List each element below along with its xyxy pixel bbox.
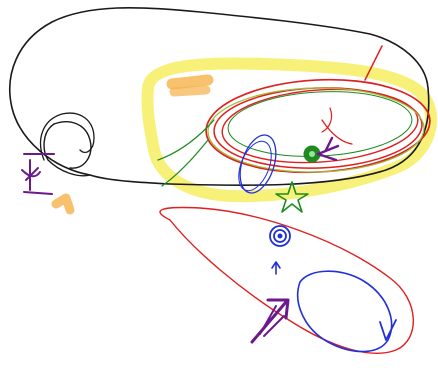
blue-up-arrow [272, 262, 280, 274]
large-black-loop [10, 8, 429, 186]
purple-arrow-small [318, 138, 338, 160]
blue-spiral [270, 226, 290, 246]
purple-cross-mark [22, 154, 54, 194]
blue-check-mark [380, 320, 396, 340]
orange-highlight-top [172, 80, 208, 92]
purple-arrow-large [252, 300, 288, 342]
small-black-curl [41, 113, 94, 160]
orange-highlight-left [56, 198, 70, 210]
blue-ellipse-lower [298, 271, 392, 351]
blue-oval-upper [232, 131, 282, 198]
